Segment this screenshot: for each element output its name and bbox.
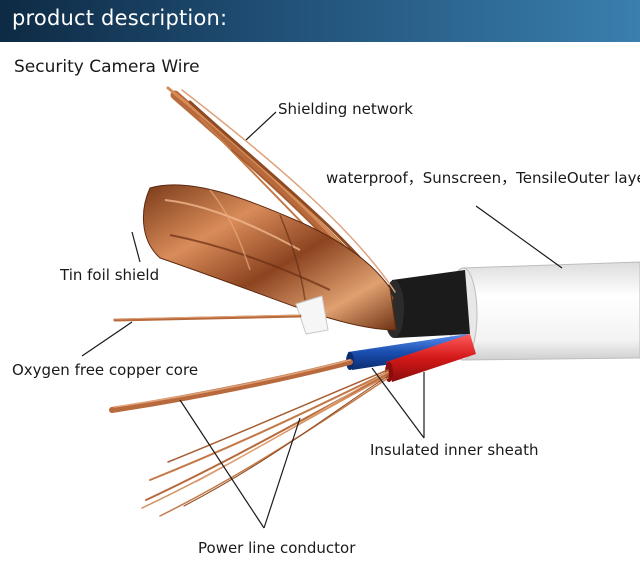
foil-shield	[142, 184, 397, 331]
leader-lines	[81, 111, 563, 529]
label-power-line-conductor: Power line conductor	[198, 539, 356, 557]
label-oxygen-free-copper-core: Oxygen free copper core	[12, 361, 199, 379]
dielectric	[295, 295, 329, 335]
insulated-wires	[346, 334, 476, 382]
header-title: product description:	[12, 6, 228, 30]
label-tin-foil-shield: Tin foil shield	[60, 266, 160, 284]
copper-core-wire	[113, 314, 302, 322]
label-insulated-inner-sheath: Insulated inner sheath	[370, 441, 539, 459]
product-subtitle: Security Camera Wire	[14, 57, 200, 77]
label-outer-layer: waterproof，Sunscreen，TensileOuter layer	[326, 169, 640, 187]
inner-jacket	[384, 270, 470, 338]
header-bar: product description:	[0, 0, 640, 42]
power-conductor-strands	[109, 359, 389, 517]
outer-jacket	[448, 261, 640, 361]
label-shielding-network: Shielding network	[278, 100, 413, 118]
